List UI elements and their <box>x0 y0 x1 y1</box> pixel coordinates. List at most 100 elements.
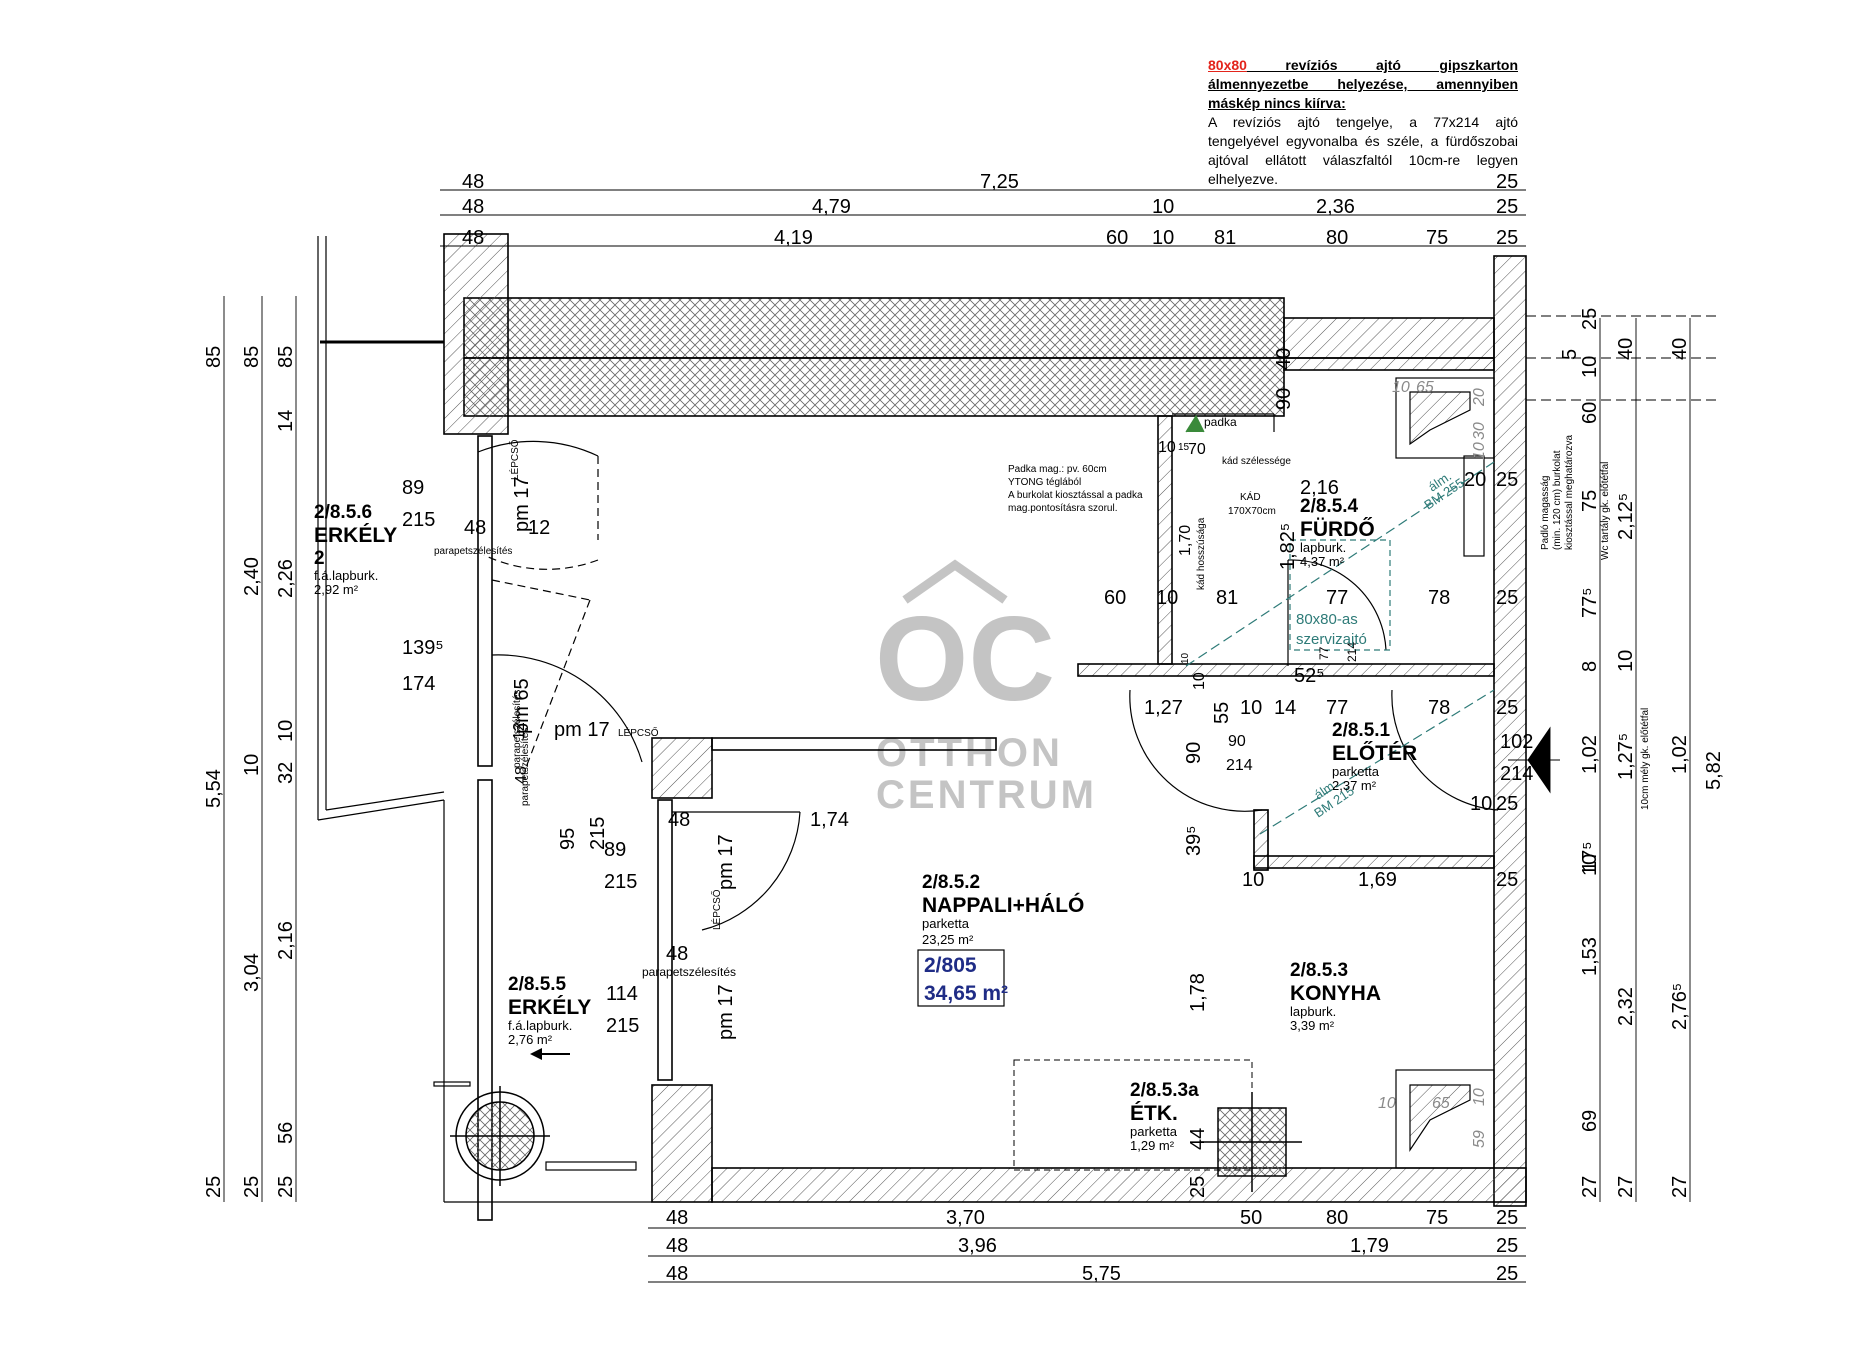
dim-ra-8: 10 <box>1579 854 1601 876</box>
bathroom-fixtures <box>1172 377 1495 1169</box>
balcony-outline <box>317 236 652 1203</box>
dim-left2-3: 3,04 <box>241 953 263 992</box>
window-dimensions: 89 215 48 12 pm 17 139⁵ 174 pm 65 12 pm … <box>402 476 737 1040</box>
in-216: 2,16 <box>1300 477 1339 499</box>
w-48c: 48 <box>668 809 690 831</box>
nappali-id: 2/8.5.2 <box>922 872 980 893</box>
in-25c: 25 <box>1496 469 1518 491</box>
logo-line-2: CENTRUM <box>876 773 1097 817</box>
f-20: 20 <box>1471 388 1488 407</box>
dim-top2-2: 10 <box>1152 196 1174 218</box>
erkely5-floor: f.á.lapburk. <box>508 1018 572 1033</box>
right-dimensions: 25 5 10 60 75 77⁵ 8 1,02 10 1,53 69 27 4… <box>1559 308 1725 1198</box>
k-10: 10 <box>1378 1095 1396 1112</box>
konyha-floor: lapburk. <box>1290 1004 1336 1019</box>
erkely6-num: 2 <box>314 548 325 569</box>
eloter-name: ELŐTÉR <box>1332 742 1417 765</box>
dim-top2-4: 25 <box>1496 196 1518 218</box>
in-77b: 77 <box>1326 697 1348 719</box>
door-swings <box>477 440 1499 931</box>
dim-ra-5: 77⁵ <box>1579 587 1601 618</box>
in-174: 1,74 <box>810 809 849 831</box>
konyha-area: 3,39 m² <box>1290 1018 1335 1033</box>
nappali-area: 23,25 m² <box>922 932 974 947</box>
nappali-name: NAPPALI+HÁLÓ <box>922 893 1084 917</box>
walls <box>443 233 1527 1221</box>
dim-bot3-2: 25 <box>1496 1263 1518 1285</box>
w-48b: 48 <box>513 766 530 784</box>
f-10: 10 <box>1392 379 1410 396</box>
w-215b: 215 <box>587 817 609 850</box>
dim-bot3-1: 5,75 <box>1082 1263 1121 1285</box>
lepcso-label-1: LÉPCSŐ <box>507 439 521 480</box>
etk-area: 1,29 m² <box>1130 1138 1175 1153</box>
k-10b: 10 <box>1471 1088 1488 1106</box>
f-65: 65 <box>1416 379 1434 396</box>
in-169: 1,69 <box>1358 869 1397 891</box>
dim-bot1-2: 50 <box>1240 1207 1262 1229</box>
in-78b: 78 <box>1428 697 1450 719</box>
dim-left3-0: 85 <box>275 346 297 368</box>
dim-bot1-1: 3,70 <box>946 1207 985 1229</box>
erkely6-floor: f.á.lapburk. <box>314 568 378 583</box>
in-25b: 25 <box>1496 697 1518 719</box>
padka-note-1: Padka mag.: pv. 60cm <box>1008 464 1107 475</box>
dim-left2-0: 85 <box>241 346 263 368</box>
dim-bot2-1: 3,96 <box>958 1235 997 1257</box>
round-column <box>450 1086 550 1186</box>
dim-top1-1: 7,25 <box>980 171 1019 193</box>
w-215: 215 <box>402 509 435 531</box>
dim-rb-5: 2,32 <box>1615 987 1637 1026</box>
erkely6-area: 2,92 m² <box>314 582 359 597</box>
dim-ra-1: 5 <box>1559 349 1581 360</box>
furdo-name: FÜRDŐ <box>1300 518 1375 541</box>
in-10f: 10 <box>1470 793 1492 815</box>
left-dimensions: 85 5,54 25 85 2,40 10 3,04 25 85 14 2,26… <box>203 346 297 1198</box>
dim-left3-2: 2,26 <box>275 559 297 598</box>
in-395: 39⁵ <box>1183 825 1205 856</box>
w-174: 174 <box>402 673 435 695</box>
in-214: 214 <box>1226 757 1253 774</box>
erkely5-name: ERKÉLY <box>508 996 591 1019</box>
in-90: 90 <box>1273 388 1295 410</box>
erkely5-area: 2,76 m² <box>508 1032 553 1047</box>
revision-door-note: 80x80 revíziós ajtó gipszkarton álmennye… <box>1208 56 1518 189</box>
w-215c: 215 <box>604 871 637 893</box>
f-30: 30 <box>1471 422 1488 440</box>
dim-ra-10: 69 <box>1579 1110 1601 1132</box>
dim-top3-6: 75 <box>1426 227 1448 249</box>
dim-rc-4: 27 <box>1669 1176 1691 1198</box>
w-12b: 12 <box>511 722 528 740</box>
fixture-dimensions: 10 65 20 30 10 10 65 10 59 <box>1378 379 1488 1148</box>
padka-note-4: mag.pontosításra szorul. <box>1008 503 1118 514</box>
dim-rc-0: 40 <box>1669 338 1691 360</box>
furdo-note-2: (min. 120 cm) burkolat <box>1552 450 1563 550</box>
furdo-id: 2/8.5.4 <box>1300 496 1359 517</box>
dim-rb-1: 2,12⁵ <box>1615 493 1637 540</box>
dim-rb-4: 17⁵ <box>1579 841 1601 872</box>
w-12: 12 <box>528 517 550 539</box>
in-170: 1,70 <box>1177 525 1194 556</box>
kad-hosszusag: kád hosszúsága <box>1196 517 1207 590</box>
dim-left3-1: 14 <box>275 410 297 432</box>
w-pm17c: pm 17 <box>715 834 737 890</box>
room-nappali: 2/8.5.2 NAPPALI+HÁLÓ parketta 23,25 m² 2… <box>917 872 1084 1007</box>
in-10b: 10 <box>1240 697 1262 719</box>
parapet-label-3: parapetszélesítés <box>512 690 523 768</box>
lepcso-label-3: LÉPCSŐ <box>709 889 723 930</box>
padka-note-2: YTONG téglából <box>1008 477 1081 488</box>
erkely5-id: 2/8.5.5 <box>508 974 567 995</box>
dim-ra-2: 10 <box>1579 356 1601 378</box>
in-40: 40 <box>1273 348 1295 370</box>
parapet-label-1: parapetszélesítés <box>434 546 512 557</box>
szervizajto-1: 80x80-as <box>1296 611 1358 628</box>
dim-rb-6: 27 <box>1615 1176 1637 1198</box>
in-214b: 214 <box>1500 763 1533 785</box>
in-20: 20 <box>1464 469 1486 491</box>
in-102: 102 <box>1500 731 1533 753</box>
dim-bot1-3: 80 <box>1326 1207 1348 1229</box>
in-15: 15 <box>1178 442 1190 453</box>
w-48: 48 <box>464 517 486 539</box>
note-body: A revíziós ajtó tengelye, a 77x214 ajtó … <box>1208 114 1518 187</box>
